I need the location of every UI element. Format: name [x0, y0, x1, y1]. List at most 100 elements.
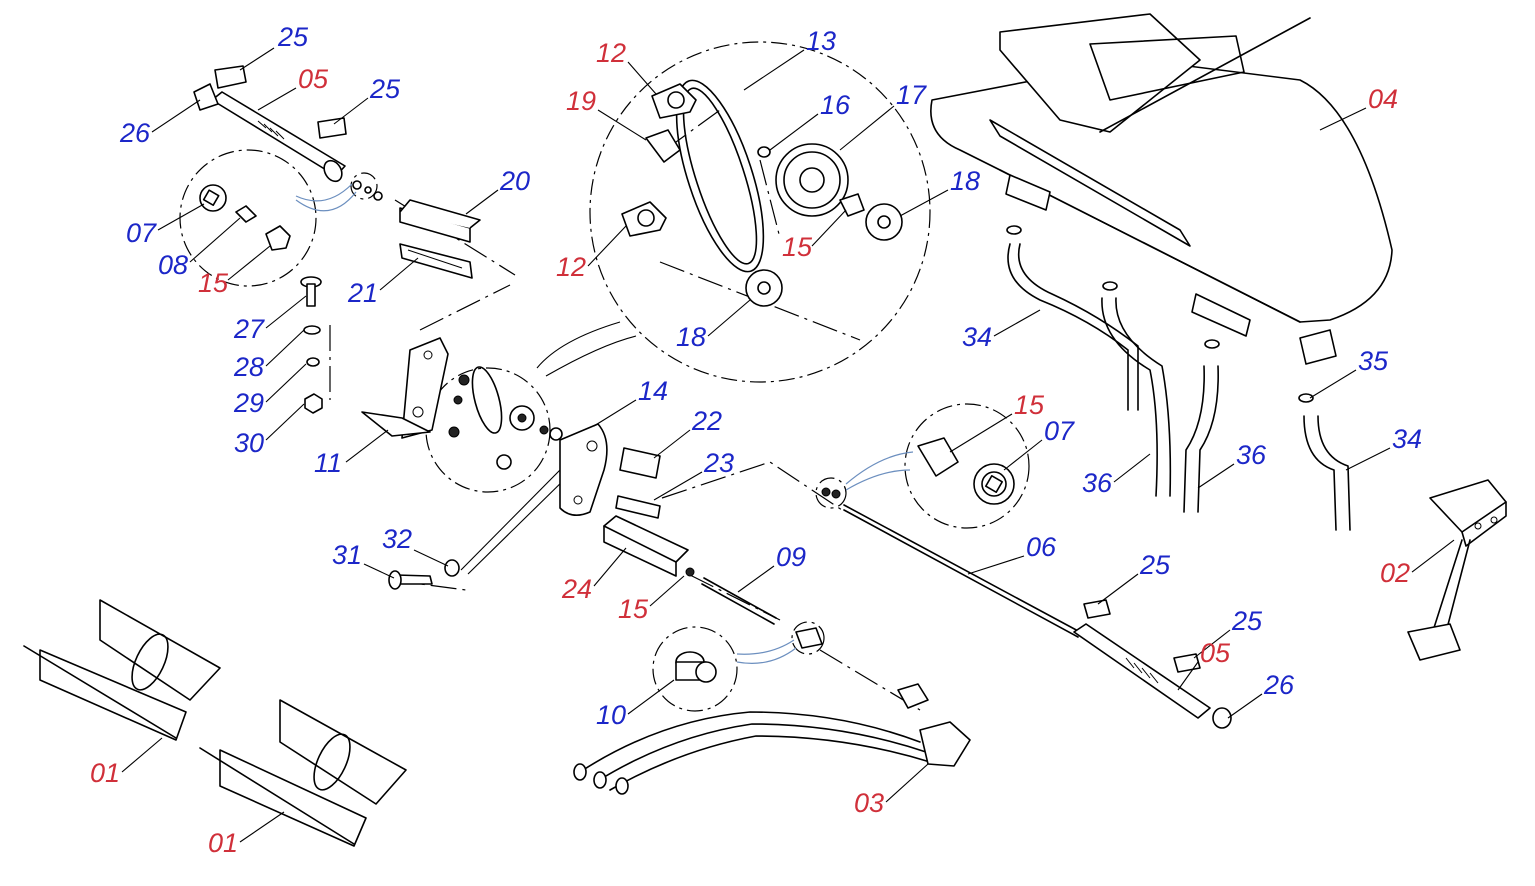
callout-leader-line — [769, 113, 819, 151]
bolt-19 — [645, 129, 681, 163]
part-callout-06: 06 — [1026, 532, 1057, 562]
detail-circle-coupler — [652, 626, 738, 712]
part-callout-01: 01 — [208, 828, 238, 858]
guard-covers-upper — [399, 199, 481, 279]
callout-leader-line — [653, 429, 691, 459]
part-callout-34: 34 — [1392, 424, 1422, 454]
part-callout-11: 11 — [314, 448, 342, 478]
detail-connector-line — [736, 639, 795, 655]
bearing-small-12b — [448, 426, 460, 438]
drive-housing-assembly — [388, 423, 695, 590]
mount-bracket-arm — [1431, 539, 1463, 635]
part-callout-30: 30 — [234, 428, 264, 458]
part-callout-25: 25 — [1231, 606, 1263, 636]
callout-leader-line — [1097, 573, 1139, 605]
bearing-small-12 — [458, 374, 470, 386]
part-callout-34: 34 — [962, 322, 992, 352]
callout-leader-line — [737, 565, 775, 593]
callout-leader-line — [1309, 369, 1357, 399]
part-callout-07: 07 — [1044, 416, 1075, 446]
detail-circle-sprocket-drive — [589, 41, 931, 383]
connector-b — [593, 771, 607, 789]
part-callout-05: 05 — [1200, 638, 1231, 668]
sprocket-drive-detail — [621, 79, 903, 307]
shaft-assembly-upper — [193, 65, 383, 251]
part-callout-32: 32 — [382, 524, 412, 554]
hopper-outlet-left — [1005, 174, 1051, 211]
sprocket-small-18b — [549, 427, 563, 441]
detail-connector-line — [295, 183, 353, 202]
callout-leader-line — [265, 403, 305, 441]
nut-small — [373, 191, 383, 201]
callout-leader-line — [707, 299, 751, 337]
part-callout-10: 10 — [596, 700, 626, 730]
part-callout-16: 16 — [820, 90, 851, 120]
callout-leaders — [121, 47, 1455, 843]
callout-leader-line — [649, 575, 685, 607]
detail-connector-line — [536, 321, 621, 369]
part-callout-19: 19 — [566, 86, 596, 116]
part-callout-36: 36 — [1082, 468, 1113, 498]
callout-leader-line — [899, 189, 949, 217]
callout-leader-line — [239, 47, 275, 71]
drive-shaft-lower-05 — [1073, 623, 1211, 719]
part-callout-21: 21 — [347, 278, 378, 308]
tube-clamp-left — [1006, 225, 1022, 235]
hub-block-15-lower — [917, 437, 959, 477]
coupler-small — [795, 627, 823, 649]
hub-flange-square-hole — [202, 189, 220, 206]
mount-bracket-02 — [1407, 479, 1507, 661]
controller-module — [919, 721, 971, 767]
fastener-stack — [300, 276, 323, 414]
shaft-clip-26 — [193, 83, 219, 111]
hopper-slot — [989, 119, 1191, 247]
bearing-12-bottom — [637, 209, 655, 227]
centerline — [661, 461, 846, 513]
part-callout-15: 15 — [1014, 390, 1045, 420]
seed-plate-01-left-frame — [39, 649, 187, 741]
hopper-outlet-end — [1299, 329, 1337, 365]
part-callout-26: 26 — [119, 118, 151, 148]
shaft-end-cap — [323, 159, 343, 183]
part-callout-03: 03 — [854, 788, 884, 818]
part-callout-14: 14 — [638, 376, 668, 406]
part-callout-24: 24 — [561, 574, 592, 604]
callout-leader-line — [653, 471, 703, 501]
hopper-lid-opening — [1089, 35, 1245, 101]
lock-washer-29 — [306, 357, 320, 367]
detail-connector-line — [467, 473, 571, 575]
seed-plate-slot — [131, 633, 169, 691]
seed-plate-01-right-frame — [219, 749, 367, 847]
part-callout-15: 15 — [198, 268, 229, 298]
drive-rod-06-edge — [843, 509, 1079, 638]
callout-leader-line — [839, 105, 895, 151]
wiring-harness — [573, 683, 971, 795]
callout-leader-line — [993, 309, 1041, 337]
part-callout-20: 20 — [499, 166, 530, 196]
hopper-outlet-right — [1191, 293, 1251, 337]
seed-plate-slot-right — [313, 733, 351, 791]
coupler-10-end — [695, 661, 717, 683]
shaft-clamp-25-top — [214, 65, 247, 89]
guard-cover-22 — [619, 447, 661, 479]
centerline — [419, 284, 511, 331]
mount-bracket-plate-edge — [1461, 501, 1507, 547]
callout-leader-line — [1197, 463, 1235, 489]
seed-plate-rod-right — [199, 747, 355, 845]
sprocket-large-17-teeth — [783, 151, 841, 209]
callout-leader-line — [257, 87, 297, 111]
seed-tube-34-left — [1007, 243, 1129, 411]
bolt-small-19 — [453, 395, 463, 405]
detail-connector-line — [845, 451, 914, 485]
callout-leader-line — [227, 245, 271, 281]
callout-leader-line — [413, 549, 449, 567]
callout-leader-line — [1113, 453, 1151, 483]
callout-leader-line — [593, 399, 637, 427]
part-callout-28: 28 — [233, 352, 264, 382]
connector-a — [573, 763, 587, 781]
hopper-assembly — [930, 13, 1393, 365]
callout-leader-line — [743, 49, 805, 91]
detail-circle-drive-assembly — [425, 367, 551, 493]
callout-leader-line — [949, 413, 1013, 453]
harness-cable-c — [609, 735, 931, 791]
